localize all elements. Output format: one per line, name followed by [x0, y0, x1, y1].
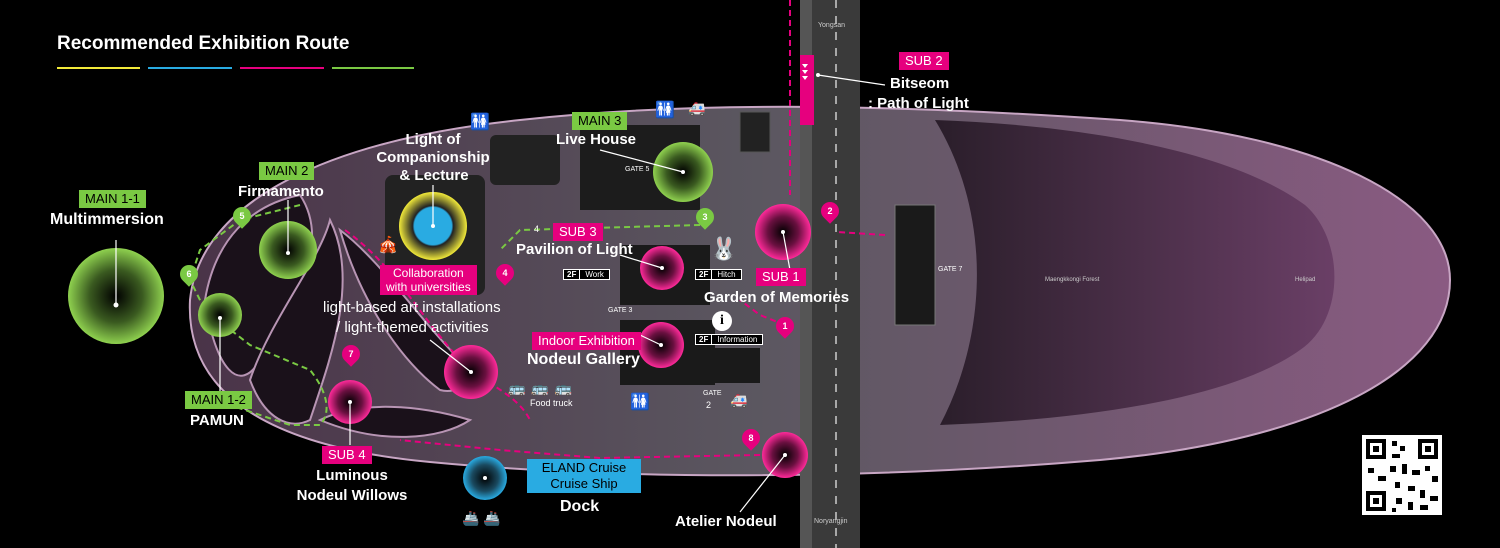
sub2-name-line2[interactable]: : Path of Light	[868, 95, 969, 112]
floor-info-name: Information	[712, 334, 764, 345]
main11-tag: MAIN 1-1	[79, 190, 146, 208]
route-point-3[interactable]: 3	[692, 204, 718, 230]
main3-name[interactable]: Live House	[556, 131, 637, 148]
sub3-tag: SUB 3	[553, 223, 603, 241]
gallery-name[interactable]: Nodeul Gallery	[527, 351, 640, 368]
floor-hitch-name: Hitch	[712, 269, 742, 280]
atelier-name[interactable]: Atelier Nodeul	[675, 513, 777, 530]
restroom-icon: 🚻	[470, 114, 490, 131]
route-point-8[interactable]: 8	[738, 425, 764, 451]
sub3-name[interactable]: Pavilion of Light	[516, 241, 633, 258]
heliport-label: Helipad	[1295, 277, 1316, 283]
floor-work-level: 2F	[563, 269, 581, 280]
gate-2: 2	[706, 400, 712, 410]
pamun-glow	[198, 293, 242, 337]
main2-name[interactable]: Firmamento	[238, 183, 324, 200]
gate-4: 4	[534, 224, 540, 234]
sub4-tag: SUB 4	[322, 446, 372, 464]
route-point-4[interactable]: 4	[492, 260, 518, 286]
installations-line1[interactable]: light-based art installations	[323, 299, 501, 316]
route-green	[188, 204, 701, 426]
food-truck-label: Food truck	[530, 398, 573, 408]
route-pink	[344, 0, 886, 460]
route-point-7[interactable]: 7	[338, 341, 364, 367]
gate-7: GATE 7	[938, 266, 963, 273]
main11-name[interactable]: Multimmersion	[50, 211, 164, 228]
sub2-name-line1[interactable]: Bitseom	[890, 75, 950, 92]
maengkkongi-forest	[935, 120, 1335, 425]
collab-tag: Collaboration with universities	[380, 265, 477, 295]
floor-work-name: Work	[580, 269, 610, 280]
cruise-tag-line1: ELAND Cruise	[541, 460, 627, 475]
sub4-line2[interactable]: Nodeul Willows	[296, 487, 408, 504]
gate-5: GATE 5	[625, 166, 650, 173]
collab-line2: with universities	[386, 280, 471, 294]
road-south-label: Noryangjin	[814, 518, 848, 525]
sub1-name[interactable]: Garden of Memories	[704, 289, 850, 306]
main12-tag: MAIN 1-2	[185, 391, 252, 409]
qr-code	[1362, 435, 1442, 515]
ambulance-icon: 🚑	[688, 100, 706, 116]
restroom-icon: 🚻	[655, 102, 675, 119]
route-point-6[interactable]: 6	[176, 261, 202, 287]
companion-line2[interactable]: Companionship	[376, 149, 490, 166]
cruise-tag-line2: Cruise Ship	[550, 476, 618, 491]
route-point-2[interactable]: 2	[817, 198, 843, 224]
stage-icon: 🎪	[378, 237, 398, 254]
sub4-line1[interactable]: Luminous	[316, 467, 388, 484]
gallery-tag: Indoor Exhibition	[532, 332, 641, 350]
restroom-icon: 🚻	[630, 394, 650, 411]
gate-3: GATE 3	[608, 307, 633, 314]
collab-line1: Collaboration	[392, 266, 464, 280]
mascot-icon: 🐰	[710, 236, 738, 261]
page-title: Recommended Exhibition Route	[57, 33, 350, 54]
road-north-label: Yongsan	[818, 22, 845, 29]
route-point-1[interactable]: 1	[772, 313, 798, 339]
forest-label: Maengkkongi Forest	[1045, 277, 1100, 283]
main2-tag: MAIN 2	[259, 162, 315, 180]
sub1-tag: SUB 1	[756, 268, 806, 286]
main3-tag: MAIN 3	[572, 112, 628, 130]
ambulance-icon: 🚑	[730, 392, 748, 408]
companion-line1[interactable]: Light of	[405, 131, 461, 148]
cruise-tag: ELAND Cruise Cruise Ship	[527, 459, 641, 493]
information-icon: i	[712, 311, 732, 331]
food-truck-icons: 🚌🚌🚌	[508, 380, 579, 396]
ship-icon: 🚢🚢	[462, 510, 505, 526]
floor-info-level: 2F	[695, 334, 713, 345]
gate-1: GATE	[703, 390, 722, 397]
floor-hitch-level: 2F	[695, 269, 713, 280]
route-point-5[interactable]: 5	[229, 203, 255, 229]
sub2-tag: SUB 2	[899, 52, 949, 70]
installations-line2[interactable]: / light-themed activities	[336, 319, 489, 336]
companion-line3[interactable]: & Lecture	[399, 167, 469, 184]
main12-name[interactable]: PAMUN	[190, 412, 244, 429]
cruise-name[interactable]: Dock	[560, 498, 600, 515]
